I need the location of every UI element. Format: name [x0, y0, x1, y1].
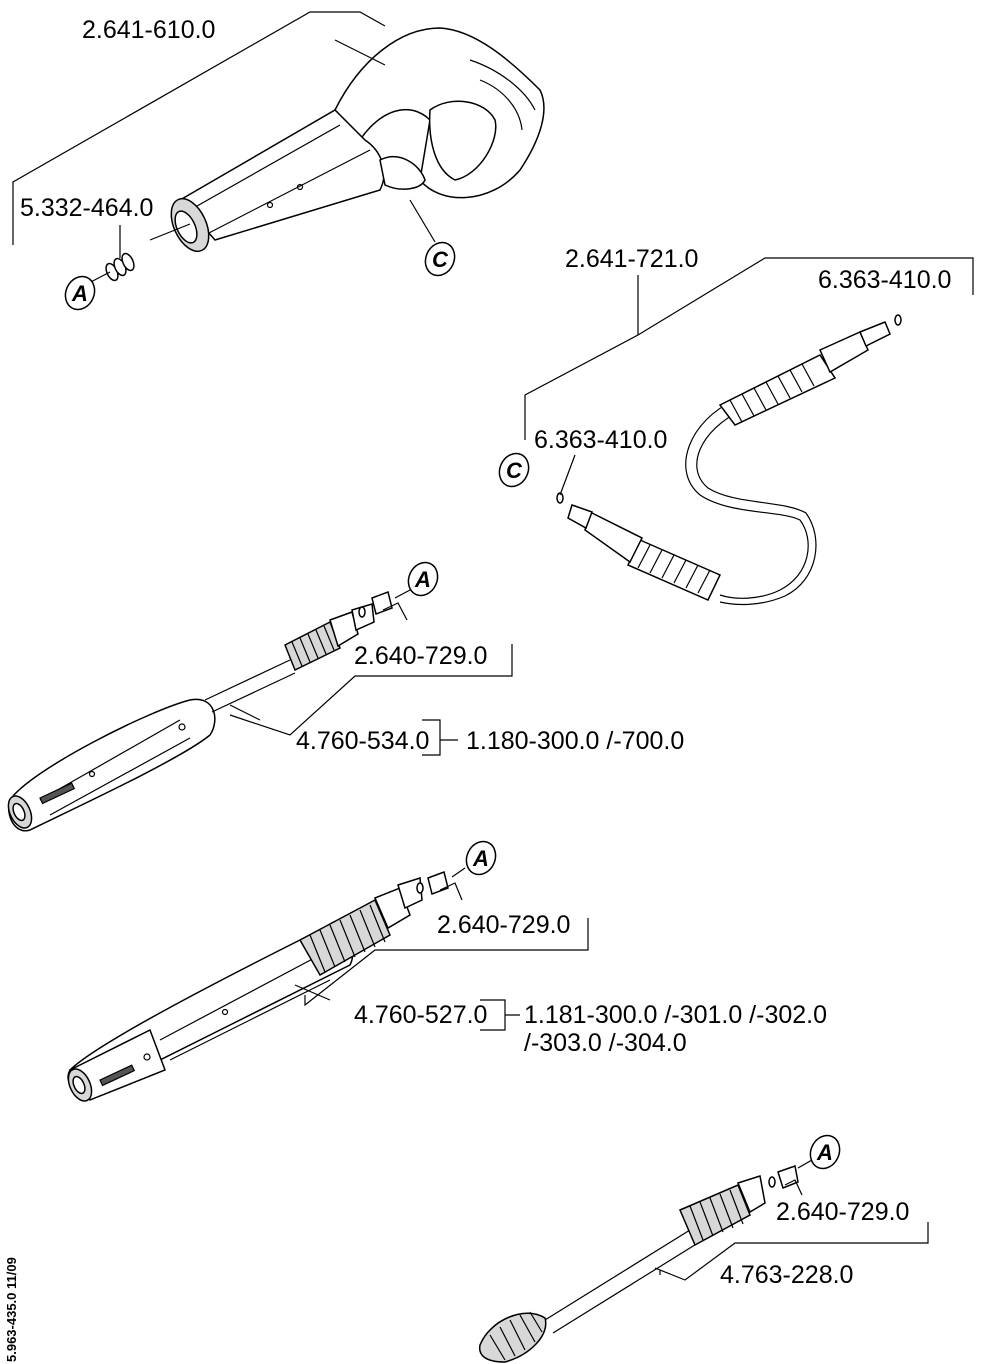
lance1-tag-leader	[394, 589, 411, 599]
lance1-bracket	[422, 719, 458, 756]
lance2-model-numbers-line2: /-303.0 /-304.0	[524, 1029, 687, 1057]
lance1-model-numbers: 1.180-300.0 /-700.0	[466, 727, 685, 755]
lance3-nozzle-leader	[784, 1179, 803, 1196]
lance2-model-numbers-line1: 1.181-300.0 /-301.0 /-302.0	[524, 1001, 828, 1029]
oring-mid-part-number: 6.363-410.0	[534, 426, 668, 454]
connector-tag-a-lance2: A	[465, 840, 497, 876]
lance1-drawing	[7, 591, 393, 832]
oring-mid-leader	[559, 454, 576, 496]
lance2-nozzle-part-number: 2.640-729.0	[437, 911, 571, 939]
svg-text:A: A	[472, 846, 489, 871]
lance3-part-number: 4.763-228.0	[720, 1261, 854, 1289]
connector-tag-a-lance1: A	[407, 561, 439, 597]
lance1-nozzle-part-number: 2.640-729.0	[354, 642, 488, 670]
tag-c-leader	[409, 199, 436, 243]
svg-text:C: C	[506, 458, 523, 483]
connector-tag-c-gun: C	[424, 241, 456, 277]
connector-tag-c-hose: C	[498, 452, 530, 488]
lance2-bracket	[480, 999, 520, 1031]
lance3-drawing	[478, 1165, 799, 1363]
document-reference: 5.963-435.0 11/09	[4, 1257, 19, 1362]
gun-part-number: 2.641-610.0	[82, 16, 216, 44]
gun-leader-tick	[334, 39, 386, 66]
lance2-part-number: 4.760-527.0	[354, 1001, 488, 1029]
lance2-nozzle-leader	[439, 882, 463, 901]
lance2-drawing	[67, 871, 449, 1102]
lance3-leader	[654, 1222, 929, 1281]
gun-insert-part-number: 5.332-464.0	[20, 194, 154, 222]
trigger-gun-drawing	[105, 27, 545, 282]
lance2-tag-leader	[451, 867, 466, 878]
svg-text:A: A	[71, 281, 88, 306]
lance3-tag-leader	[797, 1159, 813, 1169]
oring-top-part-number: 6.363-410.0	[818, 266, 952, 294]
lance2-leader	[294, 918, 589, 1007]
gun-axis-line	[149, 223, 191, 241]
gun-leader	[12, 11, 386, 245]
lance1-part-number: 4.760-534.0	[296, 727, 430, 755]
lance1-nozzle-leader	[382, 602, 408, 621]
connector-tag-a-gun: A	[64, 275, 96, 311]
svg-text:C: C	[432, 247, 449, 272]
hose-leader	[524, 257, 974, 440]
svg-text:A: A	[816, 1140, 833, 1165]
hose-part-number: 2.641-721.0	[565, 245, 699, 273]
svg-text:A: A	[414, 567, 431, 592]
lance3-nozzle-part-number: 2.640-729.0	[776, 1198, 910, 1226]
connector-tag-a-lance3: A	[809, 1134, 841, 1170]
lance1-leader	[229, 644, 513, 736]
hose-drawing	[556, 314, 902, 606]
